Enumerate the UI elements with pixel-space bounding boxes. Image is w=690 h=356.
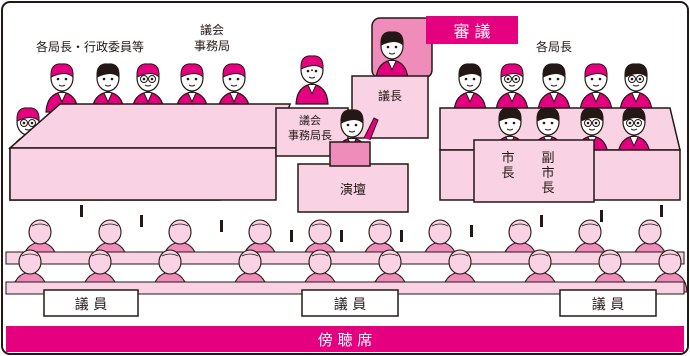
deliberation-tag <box>426 16 518 44</box>
secretariat-chief-label-1: 議会 <box>299 113 321 127</box>
secretariat-chief-label-2: 事務局長 <box>288 128 332 142</box>
person-figure <box>537 63 571 113</box>
person-figure <box>579 63 613 113</box>
podium-label: 演壇 <box>340 182 366 198</box>
bureau-chiefs-label: 各局長 <box>536 39 572 54</box>
person-figure <box>619 63 653 113</box>
member-label-left-box <box>43 289 139 317</box>
executives-label: 各局長・行政委員等 <box>36 39 144 54</box>
mayor-desk <box>473 139 595 203</box>
gallery-bar <box>6 326 684 352</box>
executive-desk-left-front <box>9 147 277 201</box>
mayor-label: 市長 <box>501 150 514 181</box>
person-figure <box>495 63 529 113</box>
chairman-label: 議長 <box>378 89 402 103</box>
member-label-left: 議 員 <box>75 296 107 313</box>
chairman-desk <box>351 75 429 139</box>
secretariat-top-label-1: 議会 <box>200 23 224 37</box>
secretariat-top-label-2: 事務局 <box>194 39 230 53</box>
member-label-right: 議 員 <box>592 296 624 313</box>
person-figure <box>375 31 409 81</box>
member-label-right-box <box>559 289 657 317</box>
member-label-center: 議 員 <box>334 296 366 313</box>
gallery-label: 傍 聴 席 <box>318 331 373 349</box>
back-row-people <box>45 55 653 113</box>
member-label-center-box <box>301 289 399 317</box>
chairman-person <box>375 31 409 81</box>
council-member-rows <box>5 205 688 295</box>
person-figure <box>453 63 487 113</box>
executive-desk-left-top <box>8 103 292 149</box>
podium-stand <box>329 141 371 167</box>
deliberation-label: 審 議 <box>453 22 490 41</box>
vice-mayor-label: 副市長 <box>541 151 554 196</box>
